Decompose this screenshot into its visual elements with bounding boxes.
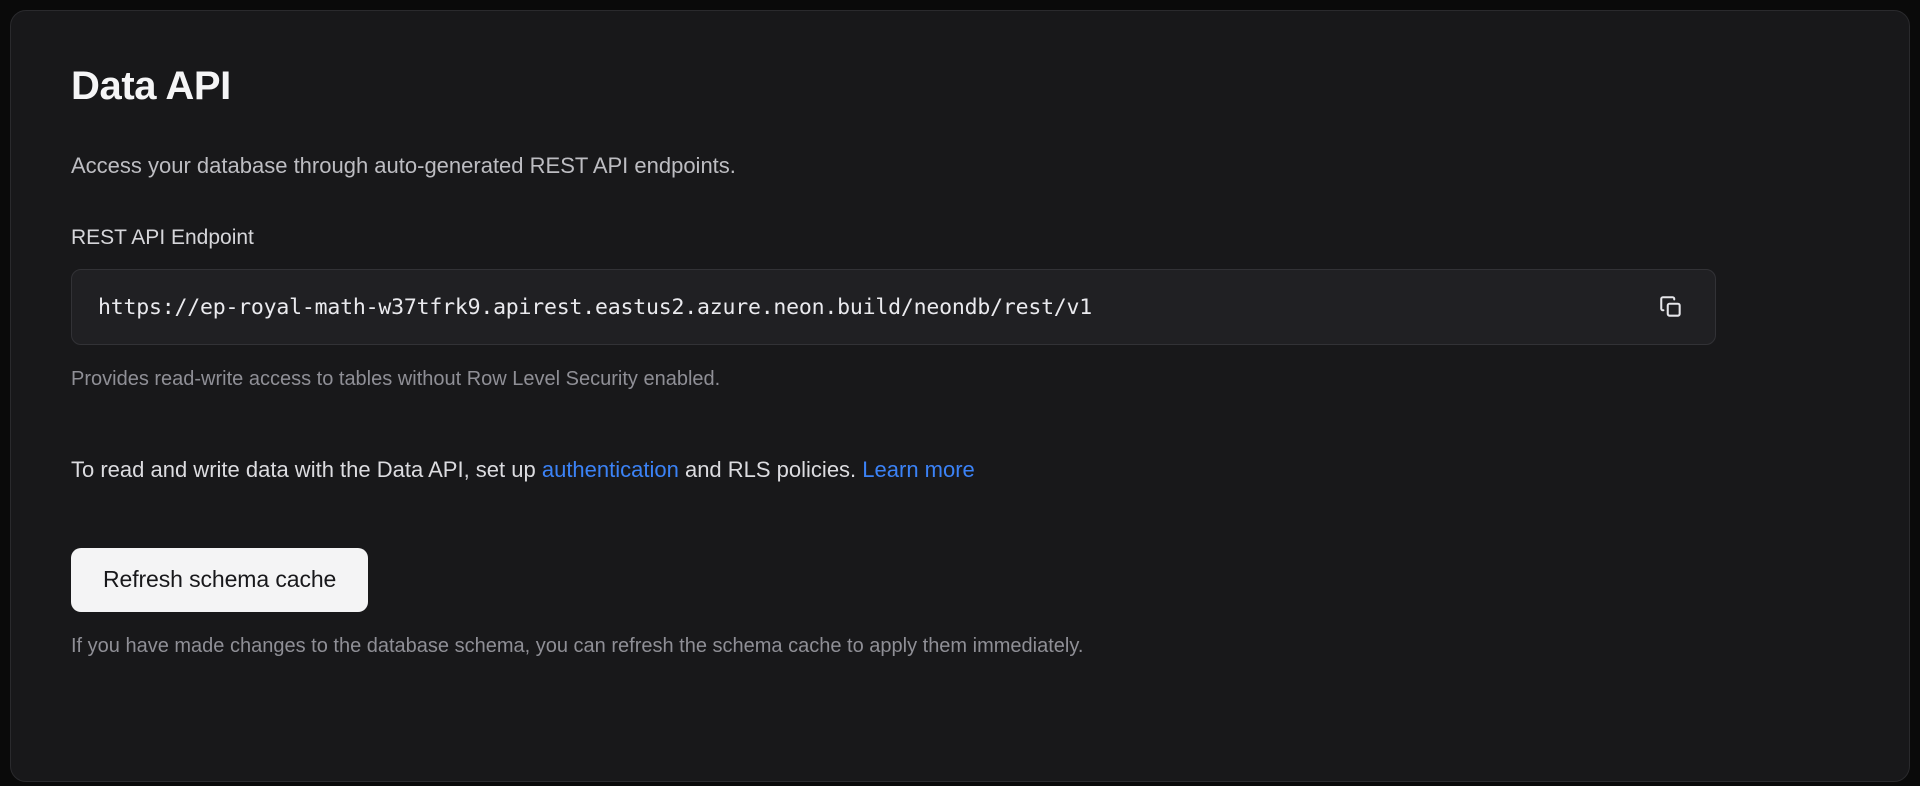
rest-api-endpoint-input[interactable]: [98, 294, 1649, 320]
refresh-helper-text: If you have made changes to the database…: [71, 634, 1084, 657]
copy-endpoint-button[interactable]: [1649, 285, 1693, 329]
endpoint-field-label: REST API Endpoint: [71, 225, 254, 249]
policy-text-middle: and RLS policies.: [678, 457, 863, 483]
card-description: Access your database through auto-genera…: [71, 153, 736, 178]
endpoint-helper-text: Provides read-write access to tables wit…: [71, 368, 721, 391]
policy-text-prefix: To read and write data with the Data API…: [71, 457, 542, 483]
refresh-schema-cache-button[interactable]: Refresh schema cache: [71, 547, 369, 612]
policy-text: To read and write data with the Data API…: [71, 415, 1849, 486]
page-title: Data API: [71, 64, 231, 108]
learn-more-link[interactable]: Learn more: [862, 457, 975, 483]
authentication-link[interactable]: authentication: [541, 457, 679, 483]
data-api-card: Data API Access your database through au…: [10, 10, 1910, 782]
endpoint-input-row[interactable]: [71, 269, 1716, 346]
copy-icon: [1658, 294, 1684, 320]
